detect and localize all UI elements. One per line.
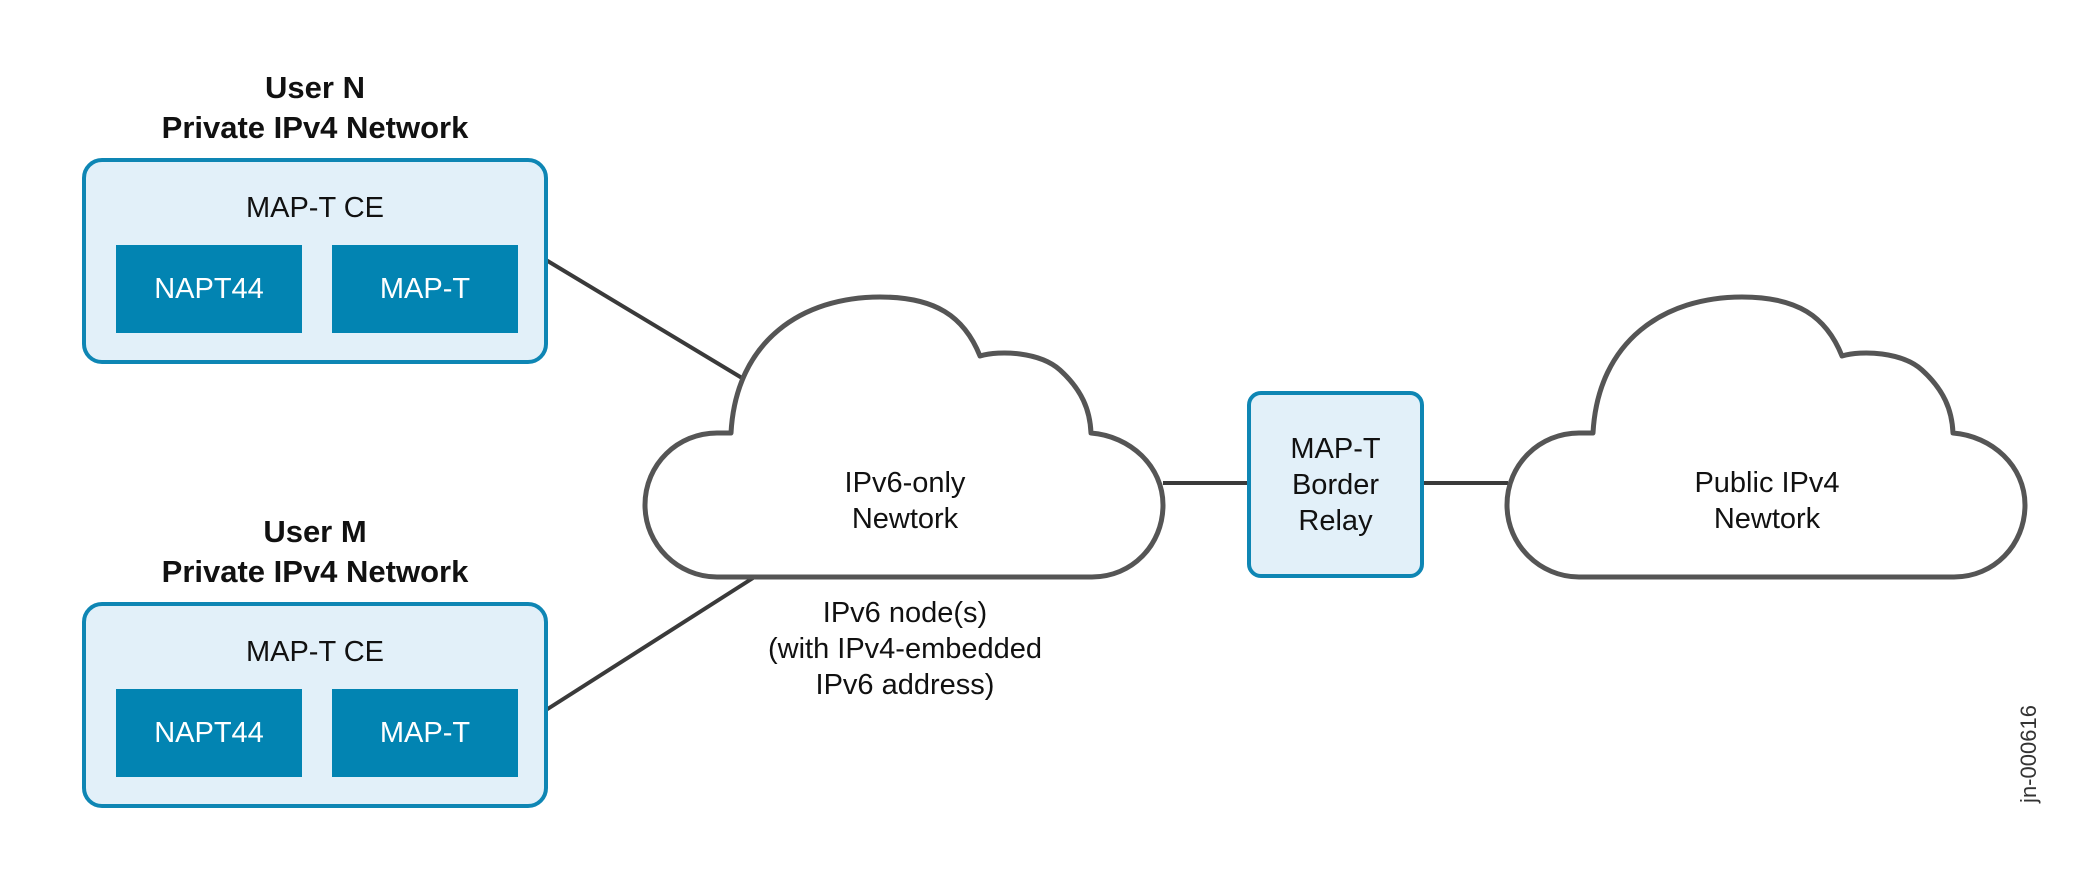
link-user-n-to-ipv6 (544, 258, 744, 380)
user-m-map-t-module[interactable]: MAP-T (332, 689, 518, 777)
border-relay-line1: MAP-T (1290, 432, 1381, 465)
link-user-m-to-ipv6 (544, 576, 755, 712)
user-n-map-t-ce-box[interactable]: MAP-T CE NAPT44 MAP-T (82, 158, 548, 364)
user-m-network: Private IPv4 Network (161, 554, 469, 589)
ipv6-cloud-line1: IPv6-only (844, 467, 966, 499)
ipv6-cloud-shape (642, 294, 1166, 580)
border-relay-line2: Border (1291, 468, 1380, 501)
user-n-network: Private IPv4 Network (161, 110, 469, 145)
user-m-name: User M (263, 514, 367, 549)
user-n-napt44-module[interactable]: NAPT44 (116, 245, 302, 333)
border-relay-line3: Relay (1298, 504, 1373, 537)
user-m-map-t-ce-box[interactable]: MAP-T CE NAPT44 MAP-T (82, 602, 548, 808)
user-n-name: User N (265, 70, 365, 105)
user-m-title: User M Private IPv4 Network (120, 512, 510, 592)
ipv4-cloud-label: Public IPv4 Newtork (1642, 465, 1892, 537)
ipv6-note-line3: IPv6 address) (815, 669, 995, 701)
map-t-border-relay-box[interactable]: MAP-T Border Relay (1247, 391, 1424, 578)
user-n-title: User N Private IPv4 Network (120, 68, 510, 148)
user-m-napt44-module[interactable]: NAPT44 (116, 689, 302, 777)
ipv4-cloud-line1: Public IPv4 (1694, 467, 1840, 499)
ipv6-node-note: IPv6 node(s) (with IPv4-embedded IPv6 ad… (720, 595, 1090, 703)
user-m-ce-label: MAP-T CE (245, 636, 385, 668)
user-n-map-t-module[interactable]: MAP-T (332, 245, 518, 333)
ipv6-note-line2: (with IPv4-embedded (767, 633, 1043, 665)
ipv6-note-line1: IPv6 node(s) (822, 597, 988, 629)
ipv4-cloud-line2: Newtork (1713, 503, 1821, 535)
figure-id-label: jn-000616 (2016, 705, 2041, 803)
ipv6-cloud-label: IPv6-only Newtork (780, 465, 1030, 537)
ipv4-cloud-shape (1504, 294, 2028, 580)
ipv6-cloud-line2: Newtork (851, 503, 959, 535)
user-n-ce-label: MAP-T CE (245, 192, 385, 224)
